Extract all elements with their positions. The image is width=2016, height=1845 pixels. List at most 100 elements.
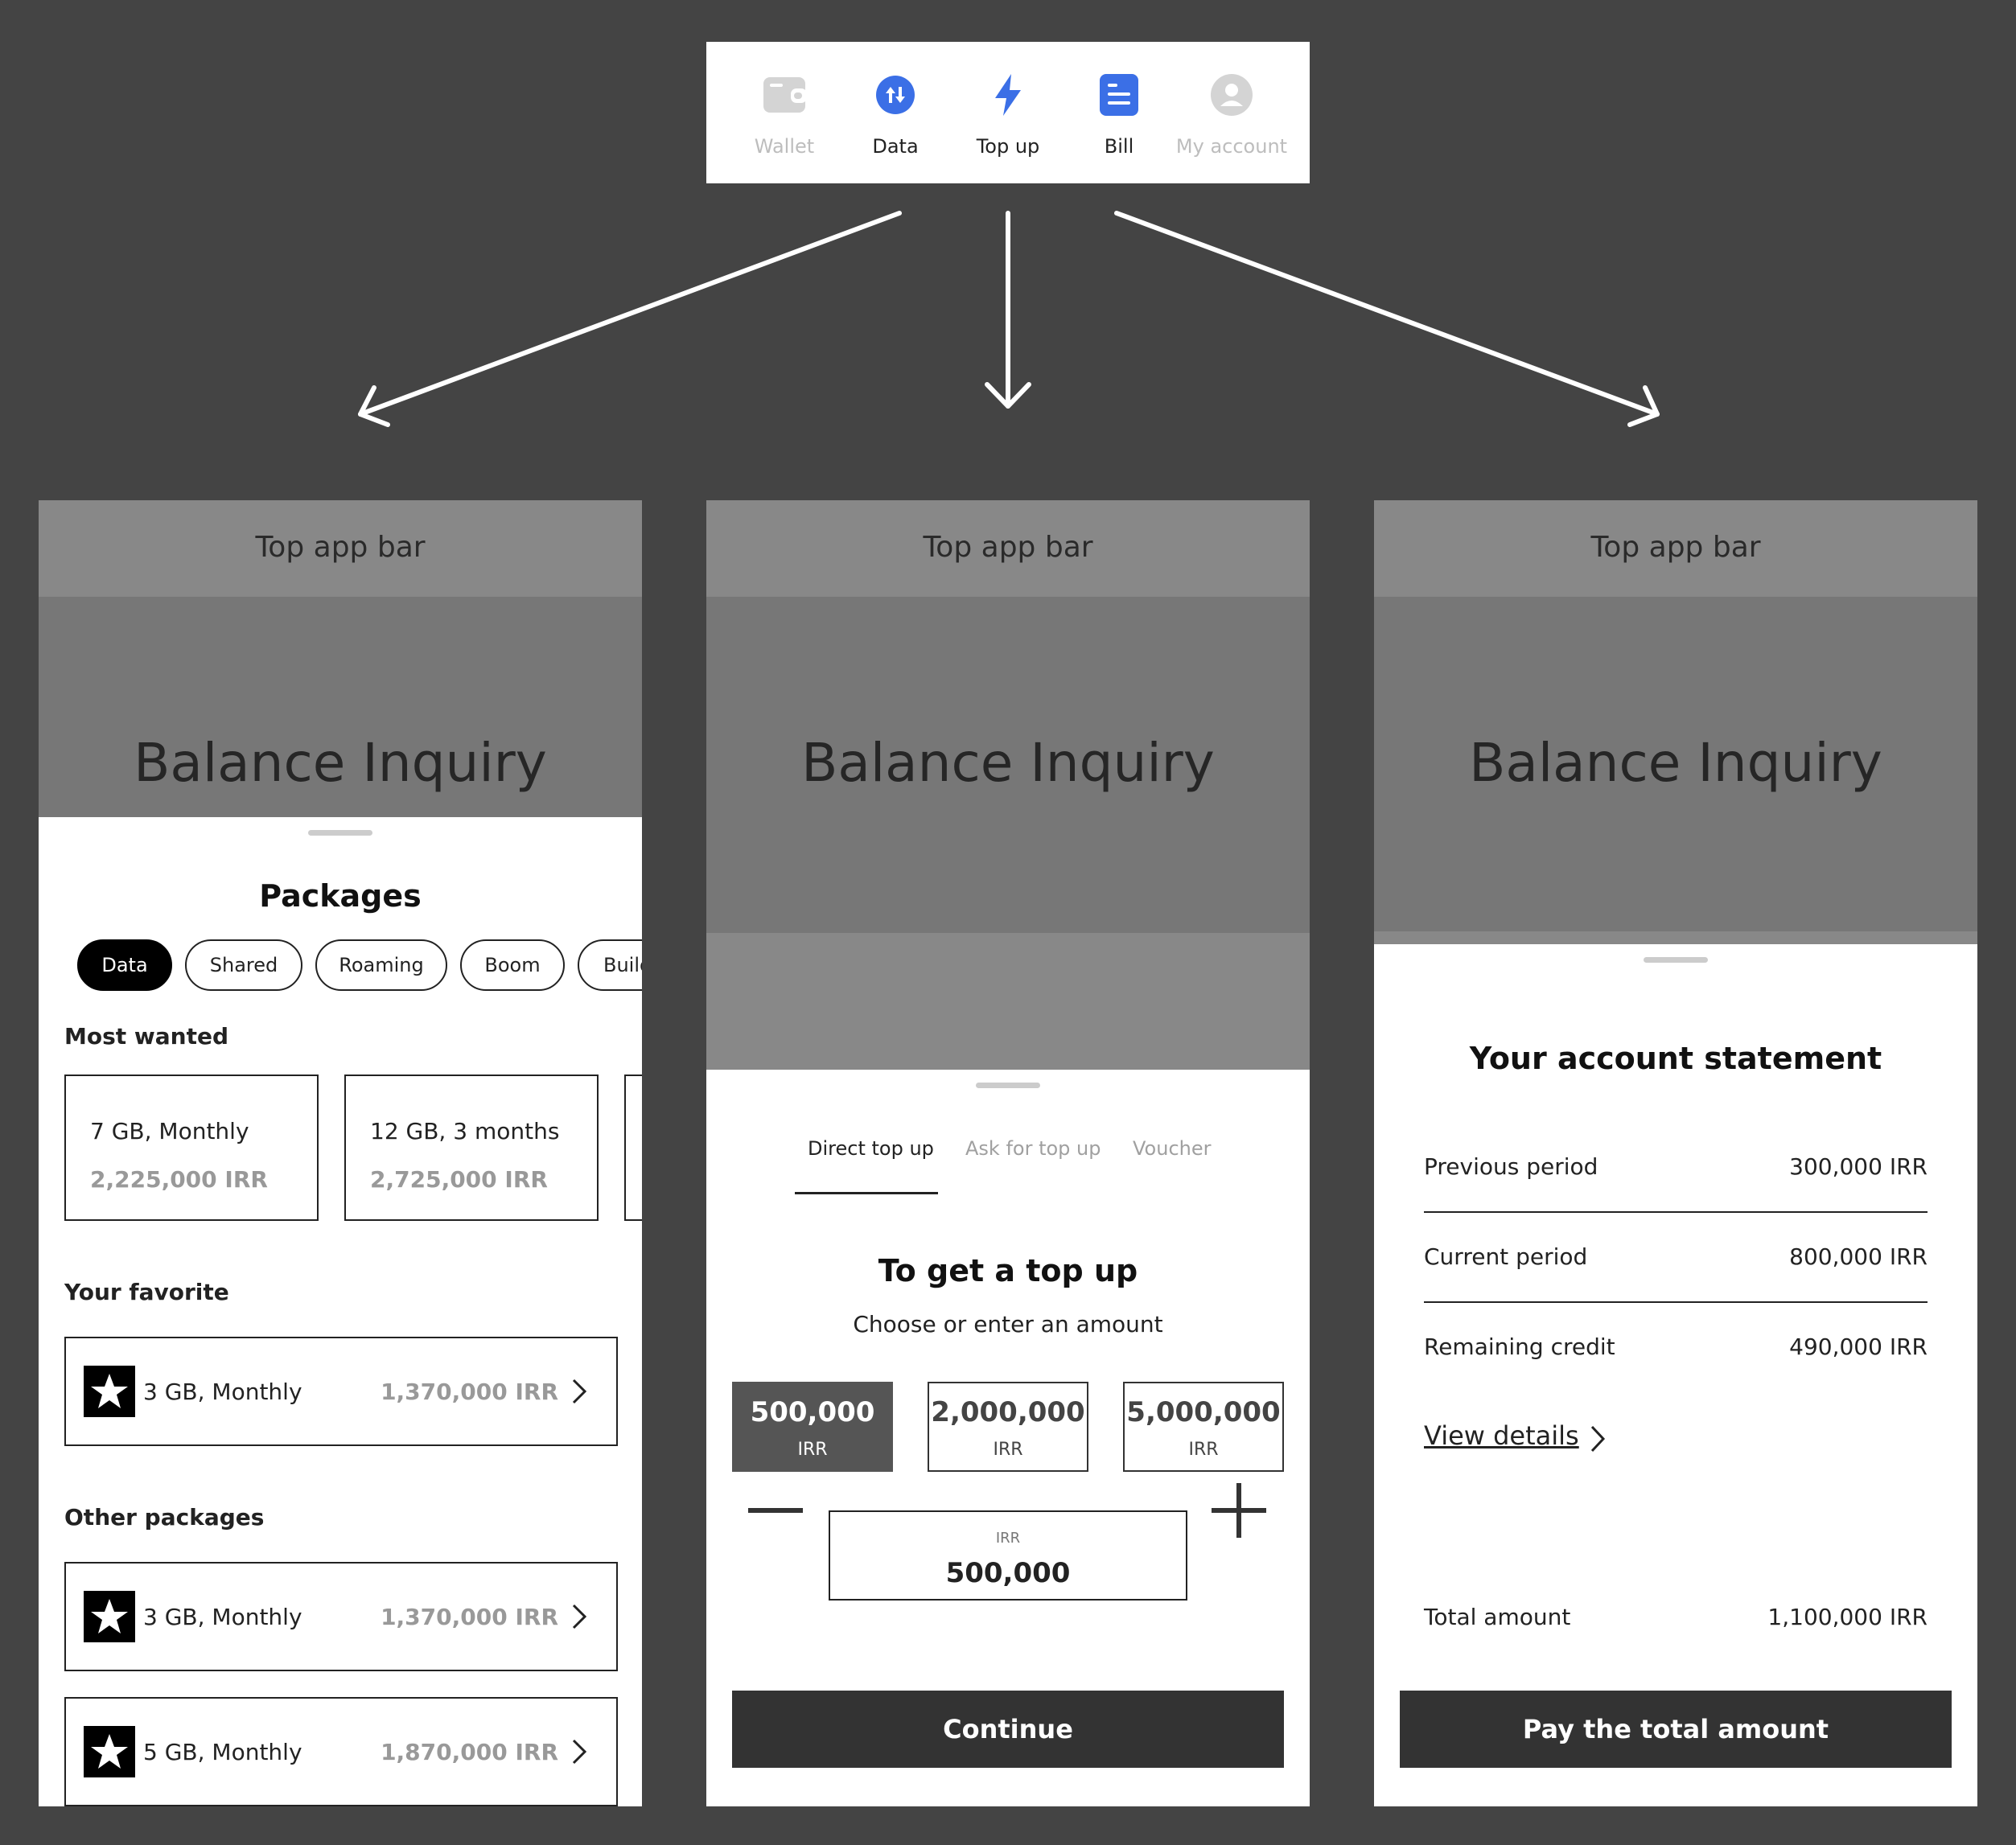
- amount-option-selected[interactable]: 500,000 IRR: [732, 1382, 893, 1472]
- continue-button[interactable]: Continue: [732, 1691, 1284, 1768]
- arrow-to-bill-screen: [1114, 211, 1660, 417]
- chip-shared[interactable]: Shared: [185, 939, 302, 991]
- statement-row-label: Remaining credit: [1424, 1333, 1615, 1360]
- pay-total-button[interactable]: Pay the total amount: [1400, 1691, 1952, 1768]
- arrow-head-center: [985, 382, 1031, 409]
- package-name: 7 GB, Monthly: [90, 1118, 249, 1144]
- sheet-drag-handle[interactable]: [308, 830, 372, 836]
- plus-icon[interactable]: [1212, 1483, 1266, 1538]
- header-extension: [1374, 931, 1977, 944]
- view-details-link[interactable]: View details: [1424, 1420, 1579, 1451]
- amount-unit: IRR: [797, 1440, 828, 1460]
- most-wanted-card[interactable]: 12 GB, 3 months 2,725,000 IRR: [344, 1075, 599, 1221]
- package-row[interactable]: 5 GB, Monthly 1,870,000 IRR: [64, 1697, 618, 1806]
- package-row[interactable]: 3 GB, Monthly 1,370,000 IRR: [64, 1562, 618, 1671]
- nav-item-bill[interactable]: Bill: [1063, 42, 1175, 183]
- balance-inquiry-title: Balance Inquiry: [801, 732, 1215, 794]
- package-name: 3 GB, Monthly: [143, 1604, 302, 1630]
- amount-value: 5,000,000: [1126, 1396, 1281, 1428]
- most-wanted-card[interactable]: 7 GB, Monthly 2,225,000 IRR: [64, 1075, 319, 1221]
- sheet-drag-handle[interactable]: [976, 1083, 1040, 1088]
- nav-label-data: Data: [872, 135, 919, 158]
- lightning-icon: [995, 74, 1021, 116]
- sheet-drag-handle[interactable]: [1644, 957, 1708, 963]
- amount-unit: IRR: [1188, 1440, 1219, 1460]
- package-price: 2,725,000 IRR: [370, 1166, 548, 1193]
- package-price: 2,225,000 IRR: [90, 1166, 268, 1193]
- star-icon: [84, 1591, 135, 1642]
- package-name: 3 GB, Monthly: [143, 1379, 302, 1405]
- your-favorite-label: Your favorite: [64, 1279, 229, 1305]
- nav-item-my-account[interactable]: My account: [1175, 42, 1288, 183]
- amount-option[interactable]: 5,000,000 IRR: [1123, 1382, 1284, 1472]
- tab-ask-for-top-up[interactable]: Ask for top up: [965, 1137, 1101, 1160]
- packages-title: Packages: [259, 878, 422, 914]
- balance-inquiry-header: Balance Inquiry: [39, 597, 642, 817]
- other-packages-label: Other packages: [64, 1504, 265, 1531]
- amount-option[interactable]: 2,000,000 IRR: [928, 1382, 1088, 1472]
- nav-label-my-account: My account: [1175, 135, 1288, 158]
- statement-row-label: Previous period: [1424, 1153, 1598, 1180]
- minus-icon[interactable]: [748, 1502, 803, 1518]
- arrow-head-left: [358, 385, 390, 427]
- nav-label-bill: Bill: [1104, 135, 1134, 158]
- star-icon: [84, 1726, 135, 1777]
- most-wanted-card-partial[interactable]: [624, 1075, 642, 1221]
- statement-row-value: 800,000 IRR: [1789, 1243, 1928, 1270]
- amount-input-value: 500,000: [945, 1557, 1071, 1589]
- bill-screen: Top app bar Balance Inquiry Your account…: [1374, 500, 1977, 1806]
- favorite-package-row[interactable]: 3 GB, Monthly 1,370,000 IRR: [64, 1337, 618, 1446]
- balance-inquiry-header: Balance Inquiry: [706, 597, 1310, 933]
- active-tab-indicator: [795, 1192, 938, 1194]
- statement-row-label: Current period: [1424, 1243, 1588, 1270]
- package-price: 1,870,000 IRR: [381, 1739, 558, 1765]
- tab-voucher[interactable]: Voucher: [1133, 1137, 1212, 1160]
- nav-label-top-up: Top up: [976, 135, 1040, 158]
- data-icon: [876, 76, 915, 114]
- top-app-bar-title: Top app bar: [923, 531, 1093, 564]
- nav-item-wallet[interactable]: Wallet: [728, 42, 841, 183]
- top-app-bar: Top app bar: [1374, 500, 1977, 597]
- chip-roaming[interactable]: Roaming: [315, 939, 447, 991]
- amount-value: 500,000: [750, 1396, 875, 1428]
- package-name: 12 GB, 3 months: [370, 1118, 560, 1144]
- header-extension: [706, 933, 1310, 1070]
- most-wanted-label: Most wanted: [64, 1023, 229, 1050]
- chevron-right-icon[interactable]: [1588, 1424, 1607, 1454]
- chevron-right-icon: [572, 1379, 587, 1404]
- top-app-bar: Top app bar: [706, 500, 1310, 597]
- top-app-bar-title: Top app bar: [1590, 531, 1761, 564]
- top-app-bar-title: Top app bar: [255, 531, 426, 564]
- balance-inquiry-title: Balance Inquiry: [1469, 732, 1882, 794]
- package-name: 5 GB, Monthly: [143, 1739, 302, 1765]
- balance-inquiry-header: Balance Inquiry: [1374, 597, 1977, 931]
- account-statement-heading: Your account statement: [1469, 1041, 1882, 1076]
- statement-divider: [1424, 1301, 1928, 1303]
- amount-input[interactable]: IRR 500,000: [829, 1510, 1187, 1601]
- chip-build[interactable]: Build: [578, 939, 642, 991]
- top-up-heading: To get a top up: [878, 1253, 1138, 1288]
- top-up-subheading: Choose or enter an amount: [853, 1311, 1163, 1338]
- star-icon: [84, 1366, 135, 1417]
- amount-unit: IRR: [993, 1440, 1023, 1460]
- package-price: 1,370,000 IRR: [381, 1604, 558, 1630]
- amount-value: 2,000,000: [931, 1396, 1085, 1428]
- package-price: 1,370,000 IRR: [381, 1379, 558, 1405]
- data-packages-screen: Top app bar Balance Inquiry Packages Dat…: [39, 500, 642, 1806]
- flow-arrows: [358, 211, 1660, 427]
- arrow-to-data-screen: [358, 211, 902, 417]
- chevron-right-icon: [572, 1739, 587, 1765]
- top-app-bar: Top app bar: [39, 500, 642, 597]
- total-amount-value: 1,100,000 IRR: [1767, 1604, 1928, 1630]
- statement-row-value: 490,000 IRR: [1789, 1333, 1928, 1360]
- chip-data[interactable]: Data: [77, 939, 172, 991]
- wallet-icon: [763, 77, 807, 113]
- statement-divider: [1424, 1211, 1928, 1213]
- nav-item-top-up[interactable]: Top up: [952, 42, 1064, 183]
- chip-boom[interactable]: Boom: [460, 939, 565, 991]
- tab-direct-top-up[interactable]: Direct top up: [808, 1137, 934, 1160]
- bottom-navigation-bar: Wallet Data Top up Bill My account: [706, 42, 1310, 183]
- balance-inquiry-title: Balance Inquiry: [134, 732, 547, 794]
- nav-item-data[interactable]: Data: [839, 42, 952, 183]
- statement-row-value: 300,000 IRR: [1789, 1153, 1928, 1180]
